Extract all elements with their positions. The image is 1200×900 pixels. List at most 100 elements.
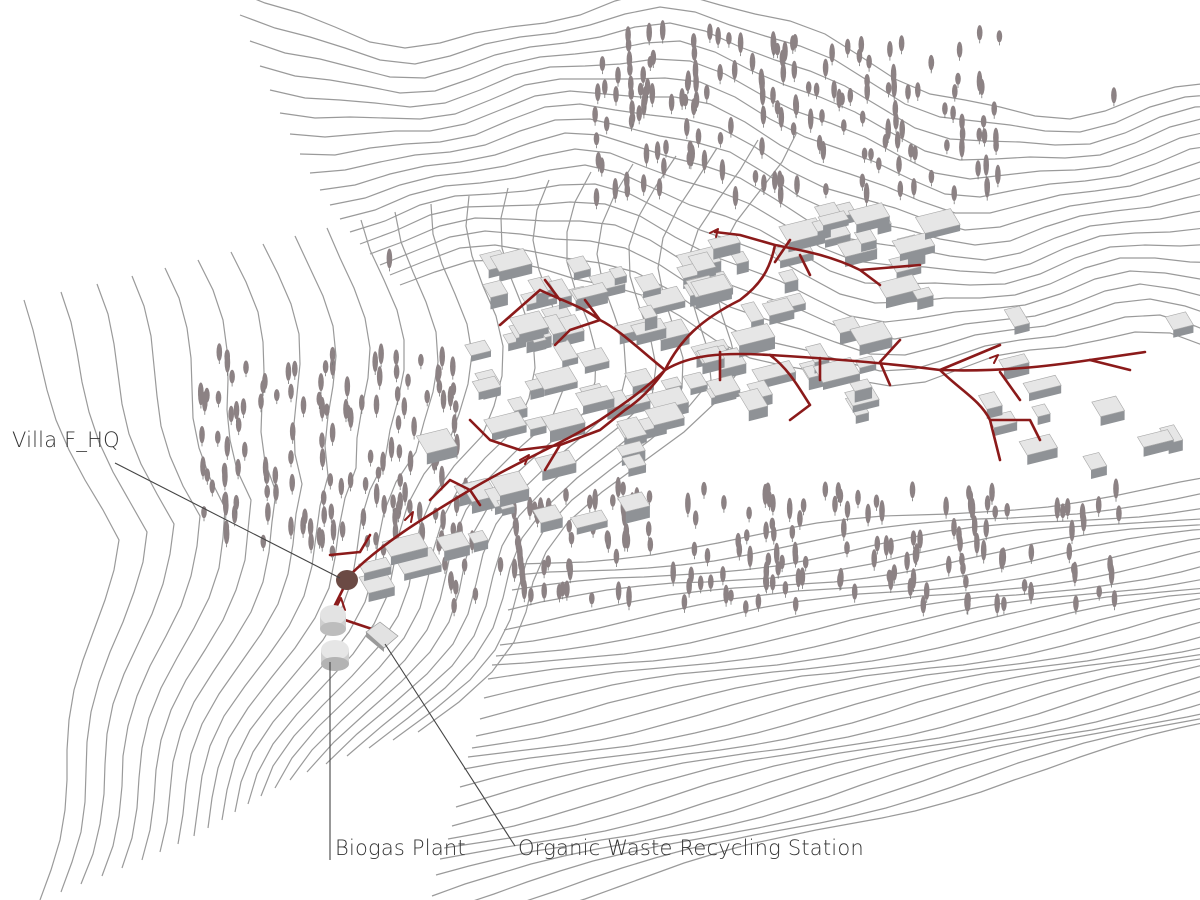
building-side	[780, 252, 814, 269]
tree-icon	[629, 111, 636, 125]
tree-icon	[647, 537, 654, 552]
tree-icon	[587, 494, 593, 510]
building-side	[699, 287, 732, 308]
tree-icon	[599, 56, 606, 72]
tree-icon	[240, 398, 247, 416]
tree-icon	[224, 436, 231, 457]
tree-icon	[564, 580, 570, 598]
tree-icon	[782, 581, 789, 595]
tree-icon	[556, 583, 563, 600]
tree-icon	[701, 481, 707, 496]
tree-icon	[328, 503, 335, 520]
tree-icon	[887, 41, 893, 58]
tree-icon	[736, 541, 743, 558]
tree-icon	[883, 535, 890, 556]
tree-icon	[908, 143, 914, 158]
tree-icon	[397, 473, 404, 487]
tree-icon	[951, 518, 957, 537]
building-roof	[1022, 374, 1062, 394]
building-roof	[998, 353, 1030, 370]
tree-icon	[743, 600, 749, 614]
tree-icon	[873, 494, 880, 508]
tree-icon	[1108, 563, 1115, 585]
building-roof	[978, 391, 1003, 410]
tree-icon	[726, 32, 732, 45]
building-side	[994, 422, 1018, 437]
contour-line	[309, 118, 1200, 246]
building-side	[784, 279, 799, 294]
tree-icon	[235, 417, 242, 433]
tree-icon	[396, 444, 403, 459]
tree-icon	[258, 393, 264, 410]
tree-icon	[644, 78, 651, 96]
tree-icon	[272, 466, 279, 484]
tree-icon	[752, 170, 759, 183]
tree-icon	[863, 182, 870, 204]
tree-icon	[1116, 505, 1122, 522]
tree-icon	[763, 573, 769, 589]
tree-icon	[797, 510, 803, 527]
building-roof	[507, 396, 528, 412]
tree-icon	[329, 422, 336, 443]
tree-icon	[917, 529, 923, 549]
tree-icon	[659, 20, 666, 41]
tree-icon	[944, 139, 950, 152]
tree-icon	[1028, 543, 1035, 561]
tree-icon	[451, 597, 457, 614]
tree-icon	[770, 494, 776, 513]
tree-icon	[1080, 511, 1087, 532]
tree-icon	[329, 346, 336, 363]
tree-icon	[292, 360, 298, 377]
tree-icon	[910, 530, 917, 546]
contour-line	[515, 493, 1200, 576]
building-side	[552, 331, 567, 345]
building-roof	[1003, 305, 1031, 328]
contour-line	[463, 621, 1200, 770]
building-roof	[849, 378, 873, 392]
tree-icon	[390, 494, 396, 509]
tree-icon	[946, 555, 952, 574]
building-roof	[489, 470, 530, 497]
building-roof	[576, 347, 610, 368]
tree-icon	[762, 483, 769, 505]
building-roof	[608, 265, 628, 279]
tree-icon	[959, 136, 965, 158]
building-side	[530, 387, 545, 400]
tree-icon	[401, 397, 408, 416]
tree-icon	[996, 30, 1003, 43]
tree-icon	[204, 468, 211, 482]
tree-icon	[959, 113, 965, 130]
tree-icon	[992, 505, 998, 519]
tree-icon	[223, 494, 229, 516]
tree-icon	[373, 532, 379, 546]
tree-icon	[704, 548, 711, 564]
building-roof	[751, 360, 797, 382]
tree-icon	[656, 178, 663, 197]
tree-icon	[769, 574, 776, 591]
building-roof	[911, 286, 934, 300]
tree-icon	[717, 132, 724, 145]
tree-icon	[955, 72, 961, 85]
contour-line	[255, 0, 1200, 120]
building-roof	[1082, 452, 1108, 471]
tree-icon	[820, 141, 827, 160]
tree-icon	[793, 97, 800, 116]
building-roof	[637, 304, 658, 320]
tree-icon	[813, 82, 820, 97]
building-roof	[914, 208, 961, 234]
tree-icon	[965, 596, 971, 612]
building-roof	[847, 202, 891, 225]
tree-icon	[381, 495, 388, 515]
tree-icon	[380, 451, 386, 472]
tree-icon	[894, 131, 901, 149]
tree-icon	[640, 66, 646, 84]
building-side	[855, 412, 869, 424]
contour-line	[279, 77, 1200, 198]
tree-icon	[765, 552, 772, 566]
tree-icon	[322, 360, 329, 374]
tree-icon	[1113, 478, 1119, 499]
villa-leader-line	[114, 462, 341, 579]
tree-icon	[568, 531, 575, 545]
tree-icon	[424, 389, 431, 404]
building-roof	[1164, 311, 1194, 331]
